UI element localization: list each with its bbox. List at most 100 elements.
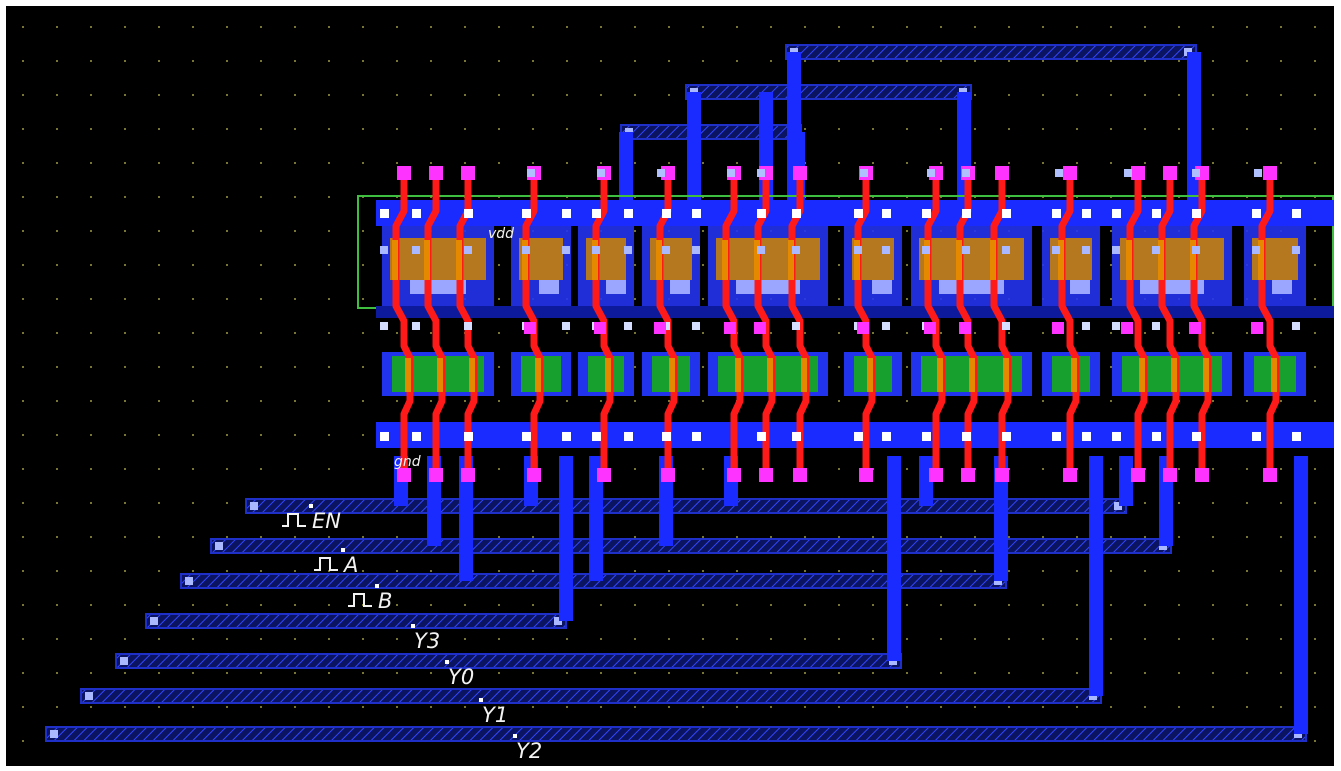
poly-contact-bottom	[461, 468, 475, 482]
grid-dot	[498, 706, 500, 708]
poly-gate	[1126, 174, 1148, 476]
grid-dot	[56, 298, 58, 300]
grid-dot	[872, 536, 874, 538]
metal2-bus	[80, 688, 1102, 704]
grid-dot	[940, 162, 942, 164]
grid-dot	[328, 604, 330, 606]
grid-dot	[90, 128, 92, 130]
diff-contact	[592, 246, 600, 254]
grid-dot	[22, 366, 24, 368]
grid-dot	[838, 162, 840, 164]
grid-dot	[1280, 400, 1282, 402]
grid-dot	[940, 570, 942, 572]
grid-dot	[90, 60, 92, 62]
grid-dot	[396, 604, 398, 606]
rail-contact	[692, 209, 701, 218]
rail-contact	[1052, 432, 1061, 441]
grid-dot	[90, 502, 92, 504]
grid-dot	[328, 468, 330, 470]
grid-dot	[294, 94, 296, 96]
rail-contact	[1112, 209, 1121, 218]
via-top	[657, 169, 665, 177]
gate-overlap	[990, 240, 996, 280]
diff-contact	[562, 322, 570, 330]
grid-dot	[56, 332, 58, 334]
grid-dot	[600, 400, 602, 402]
grid-dot	[294, 434, 296, 436]
grid-dot	[158, 298, 160, 300]
grid-dot	[22, 230, 24, 232]
grid-dot	[90, 604, 92, 606]
grid-dot	[736, 706, 738, 708]
grid-dot	[906, 672, 908, 674]
rail-contact	[662, 432, 671, 441]
grid-dot	[464, 162, 466, 164]
grid-dot	[22, 400, 24, 402]
grid-dot	[1110, 400, 1112, 402]
grid-dot	[1212, 128, 1214, 130]
grid-dot	[1008, 332, 1010, 334]
grid-dot	[1110, 672, 1112, 674]
grid-dot	[1008, 94, 1010, 96]
grid-dot	[192, 638, 194, 640]
grid-dot	[90, 536, 92, 538]
poly-gate	[788, 174, 810, 476]
grid-dot	[668, 604, 670, 606]
input-pin-icon	[282, 513, 306, 527]
grid-dot	[328, 230, 330, 232]
grid-dot	[56, 570, 58, 572]
poly-gate	[1158, 174, 1180, 476]
grid-dot	[260, 332, 262, 334]
grid-dot	[702, 706, 704, 708]
grid-dot	[1144, 502, 1146, 504]
grid-dot	[600, 26, 602, 28]
grid-dot	[464, 672, 466, 674]
grid-dot	[668, 94, 670, 96]
grid-dot	[260, 162, 262, 164]
grid-dot	[192, 298, 194, 300]
grid-dot	[1212, 570, 1214, 572]
grid-dot	[1280, 332, 1282, 334]
grid-dot	[498, 400, 500, 402]
grid-dot	[974, 162, 976, 164]
grid-dot	[804, 638, 806, 640]
poly-contact-top	[995, 166, 1009, 180]
grid-dot	[1314, 264, 1316, 266]
grid-dot	[600, 94, 602, 96]
grid-dot	[260, 298, 262, 300]
grid-dot	[1042, 672, 1044, 674]
grid-dot	[906, 332, 908, 334]
rail-contact	[464, 209, 473, 218]
metal2-bus	[685, 84, 972, 100]
grid-dot	[294, 536, 296, 538]
cell-mid-metal	[376, 306, 1334, 318]
grid-dot	[1008, 60, 1010, 62]
grid-dot	[804, 570, 806, 572]
grid-dot	[192, 400, 194, 402]
rail-contact	[1052, 209, 1061, 218]
grid-dot	[90, 332, 92, 334]
grid-dot	[838, 366, 840, 368]
grid-dot	[634, 638, 636, 640]
poly-contact	[1189, 322, 1201, 334]
grid-dot	[974, 26, 976, 28]
grid-dot	[158, 332, 160, 334]
grid-dot	[498, 128, 500, 130]
grid-dot	[600, 706, 602, 708]
poly-contact-bottom	[597, 468, 611, 482]
grid-dot	[90, 298, 92, 300]
grid-dot	[226, 468, 228, 470]
grid-dot	[226, 264, 228, 266]
grid-dot	[90, 366, 92, 368]
grid-dot	[634, 298, 636, 300]
grid-dot	[124, 536, 126, 538]
grid-dot	[634, 604, 636, 606]
rail-contact	[922, 209, 931, 218]
grid-dot	[124, 128, 126, 130]
pmos-diffusion	[1050, 238, 1092, 280]
grid-dot	[464, 706, 466, 708]
gate-overlap	[956, 240, 962, 280]
grid-dot	[906, 162, 908, 164]
grid-dot	[532, 672, 534, 674]
